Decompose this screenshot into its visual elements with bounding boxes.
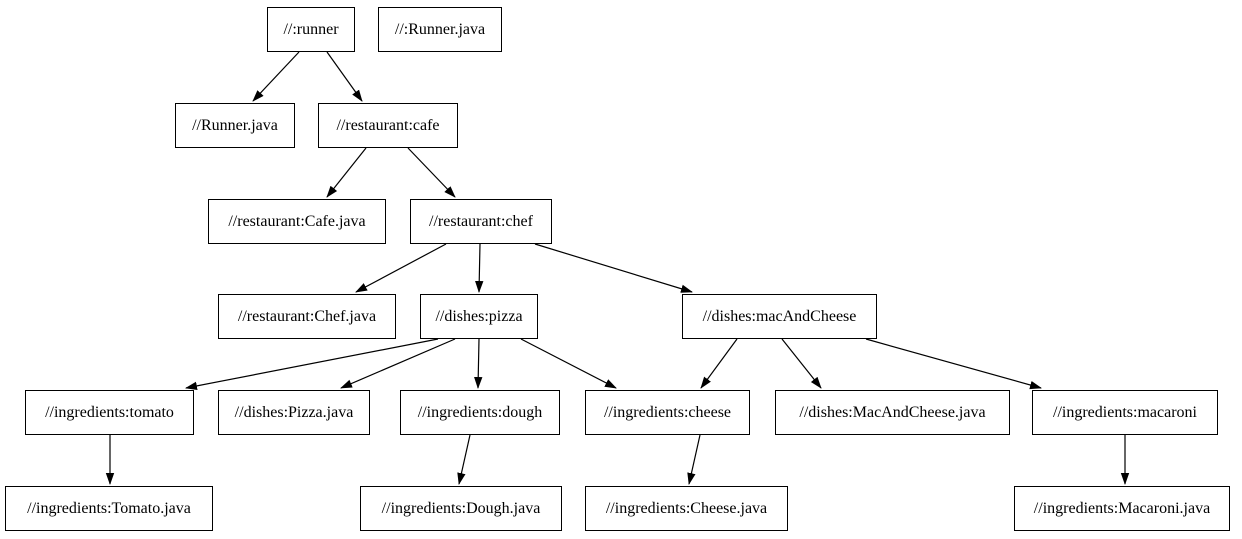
graph-node-label: //ingredients:Macaroni.java <box>1033 499 1211 517</box>
edge-mac-and-cheese-to-mac-and-cheese-java <box>781 338 822 389</box>
edge-runner-to-runner-java <box>252 51 300 102</box>
edge-dough-to-dough-java <box>457 434 471 485</box>
graph-node-label: //ingredients:Tomato.java <box>27 499 191 517</box>
graph-node-label: //ingredients:Cheese.java <box>605 499 768 517</box>
graph-node-macaroni-java: //ingredients:Macaroni.java <box>1014 486 1230 531</box>
graph-node-tomato: //ingredients:tomato <box>25 390 194 435</box>
graph-node-label: //dishes:macAndCheese <box>702 307 857 325</box>
edge-group <box>105 51 1130 485</box>
graph-node-pizza-java: //dishes:Pizza.java <box>218 390 370 435</box>
graph-node-tomato-java: //ingredients:Tomato.java <box>5 486 213 531</box>
graph-node-label: //ingredients:tomato <box>45 403 174 421</box>
graph-node-mac-and-cheese: //dishes:macAndCheese <box>682 294 877 339</box>
graph-node-cafe: //restaurant:cafe <box>318 103 458 148</box>
edge-chef-to-chef-java <box>355 243 447 293</box>
graph-node-label: //dishes:pizza <box>435 307 523 325</box>
edge-runner-to-cafe <box>326 51 363 102</box>
graph-node-cheese-java: //ingredients:Cheese.java <box>585 486 788 531</box>
graph-node-dough: //ingredients:dough <box>400 390 560 435</box>
graph-node-cheese: //ingredients:cheese <box>585 390 750 435</box>
graph-node-runner-java-root: //:Runner.java <box>378 7 502 52</box>
graph-node-runner-java: //Runner.java <box>175 103 295 148</box>
edge-cheese-to-cheese-java <box>687 434 701 485</box>
graph-node-cafe-java: //restaurant:Cafe.java <box>208 199 386 244</box>
graph-node-label: //dishes:Pizza.java <box>234 403 354 421</box>
edge-chef-to-mac-and-cheese <box>534 243 693 293</box>
graph-node-label: //Runner.java <box>192 116 278 134</box>
graph-node-label: //ingredients:cheese <box>603 403 732 421</box>
edge-cafe-to-chef <box>407 147 456 198</box>
graph-node-label: //restaurant:Chef.java <box>237 307 377 325</box>
graph-node-runner: //:runner <box>267 7 355 52</box>
graph-node-label: //ingredients:macaroni <box>1053 403 1197 421</box>
graph-node-label: //restaurant:chef <box>429 212 533 230</box>
graph-node-label: //:Runner.java <box>394 20 486 38</box>
graph-node-label: //ingredients:dough <box>417 403 543 421</box>
graph-node-label: //restaurant:Cafe.java <box>228 212 366 230</box>
graph-node-label: //ingredients:Dough.java <box>381 499 541 517</box>
edge-pizza-to-dough <box>474 338 483 389</box>
graph-node-pizza: //dishes:pizza <box>420 294 538 339</box>
graph-node-label: //restaurant:cafe <box>336 116 440 134</box>
edge-pizza-to-tomato <box>185 338 439 391</box>
edge-mac-and-cheese-to-macaroni <box>865 338 1042 390</box>
edge-pizza-to-cheese <box>520 338 617 389</box>
graph-node-mac-and-cheese-java: //dishes:MacAndCheese.java <box>775 390 1010 435</box>
edge-chef-to-pizza <box>475 243 484 293</box>
edge-cafe-to-cafe-java <box>326 147 367 198</box>
edge-mac-and-cheese-to-cheese <box>700 338 738 389</box>
graph-node-chef: //restaurant:chef <box>410 199 552 244</box>
graph-node-macaroni: //ingredients:macaroni <box>1032 390 1218 435</box>
graph-node-label: //:runner <box>283 20 339 38</box>
graph-node-label: //dishes:MacAndCheese.java <box>799 403 986 421</box>
edge-pizza-to-pizza-java <box>340 338 456 389</box>
graph-node-chef-java: //restaurant:Chef.java <box>218 294 396 339</box>
graph-node-dough-java: //ingredients:Dough.java <box>360 486 562 531</box>
